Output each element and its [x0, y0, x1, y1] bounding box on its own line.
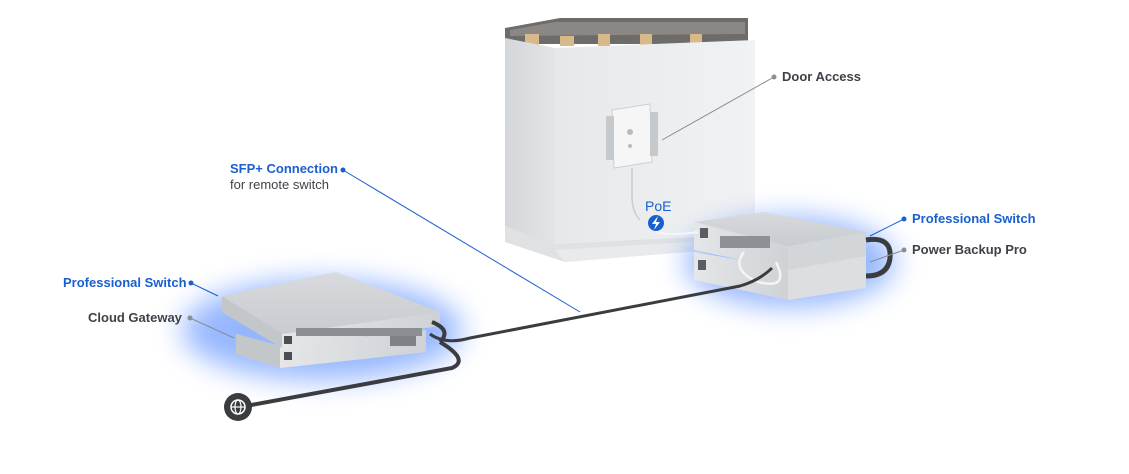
door-access-device [606, 103, 658, 221]
left-switch-stack [222, 272, 440, 368]
sfp-connection-sublabel: for remote switch [230, 177, 329, 192]
cables [245, 231, 774, 408]
sfp-connection-label: SFP+ Connection [230, 161, 338, 176]
door-access-label: Door Access [782, 69, 861, 84]
poe-label: PoE [645, 198, 672, 214]
pro-switch-right-label: Professional Switch [912, 211, 1036, 226]
pro-switch-left-label: Professional Switch [63, 275, 187, 290]
lightning-bolt-icon [648, 215, 664, 231]
leader-lines [187, 74, 907, 339]
globe-icon [224, 393, 252, 421]
right-switch-stack [694, 212, 893, 300]
power-backup-label: Power Backup Pro [912, 242, 1027, 257]
cloud-gateway-label: Cloud Gateway [88, 310, 182, 325]
